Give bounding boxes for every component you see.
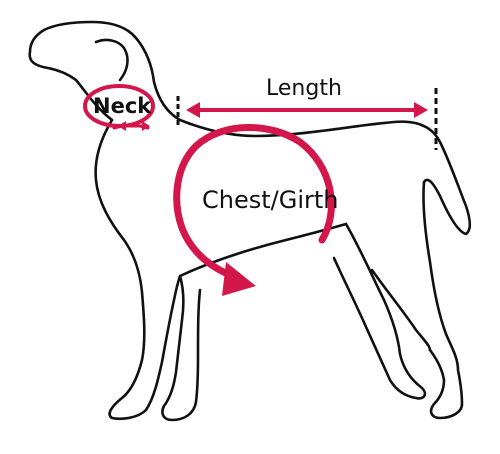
neck-arrow-left-head-icon (118, 121, 126, 131)
length-arrow-right-head-icon (414, 102, 428, 118)
chest-label: Chest/Girth (202, 186, 339, 214)
dog-belly-line (178, 222, 348, 278)
length-arrow-left-head-icon (186, 102, 200, 118)
chest-arrow-head-icon (222, 262, 256, 296)
chest-measure: Chest/Girth (173, 124, 339, 296)
dog-front-line (94, 118, 202, 422)
length-measure: Length (176, 76, 438, 150)
length-label: Length (266, 76, 342, 101)
neck-arrow-right-head-icon (142, 121, 150, 131)
dog-hind-legs (332, 222, 432, 400)
chest-circle-arc (173, 124, 335, 282)
neck-label: Neck (93, 94, 152, 118)
dog-outline (28, 20, 472, 422)
dog-head-and-back-line (28, 20, 472, 420)
neck-measure: Neck (83, 84, 155, 131)
dog-ear (94, 38, 129, 82)
